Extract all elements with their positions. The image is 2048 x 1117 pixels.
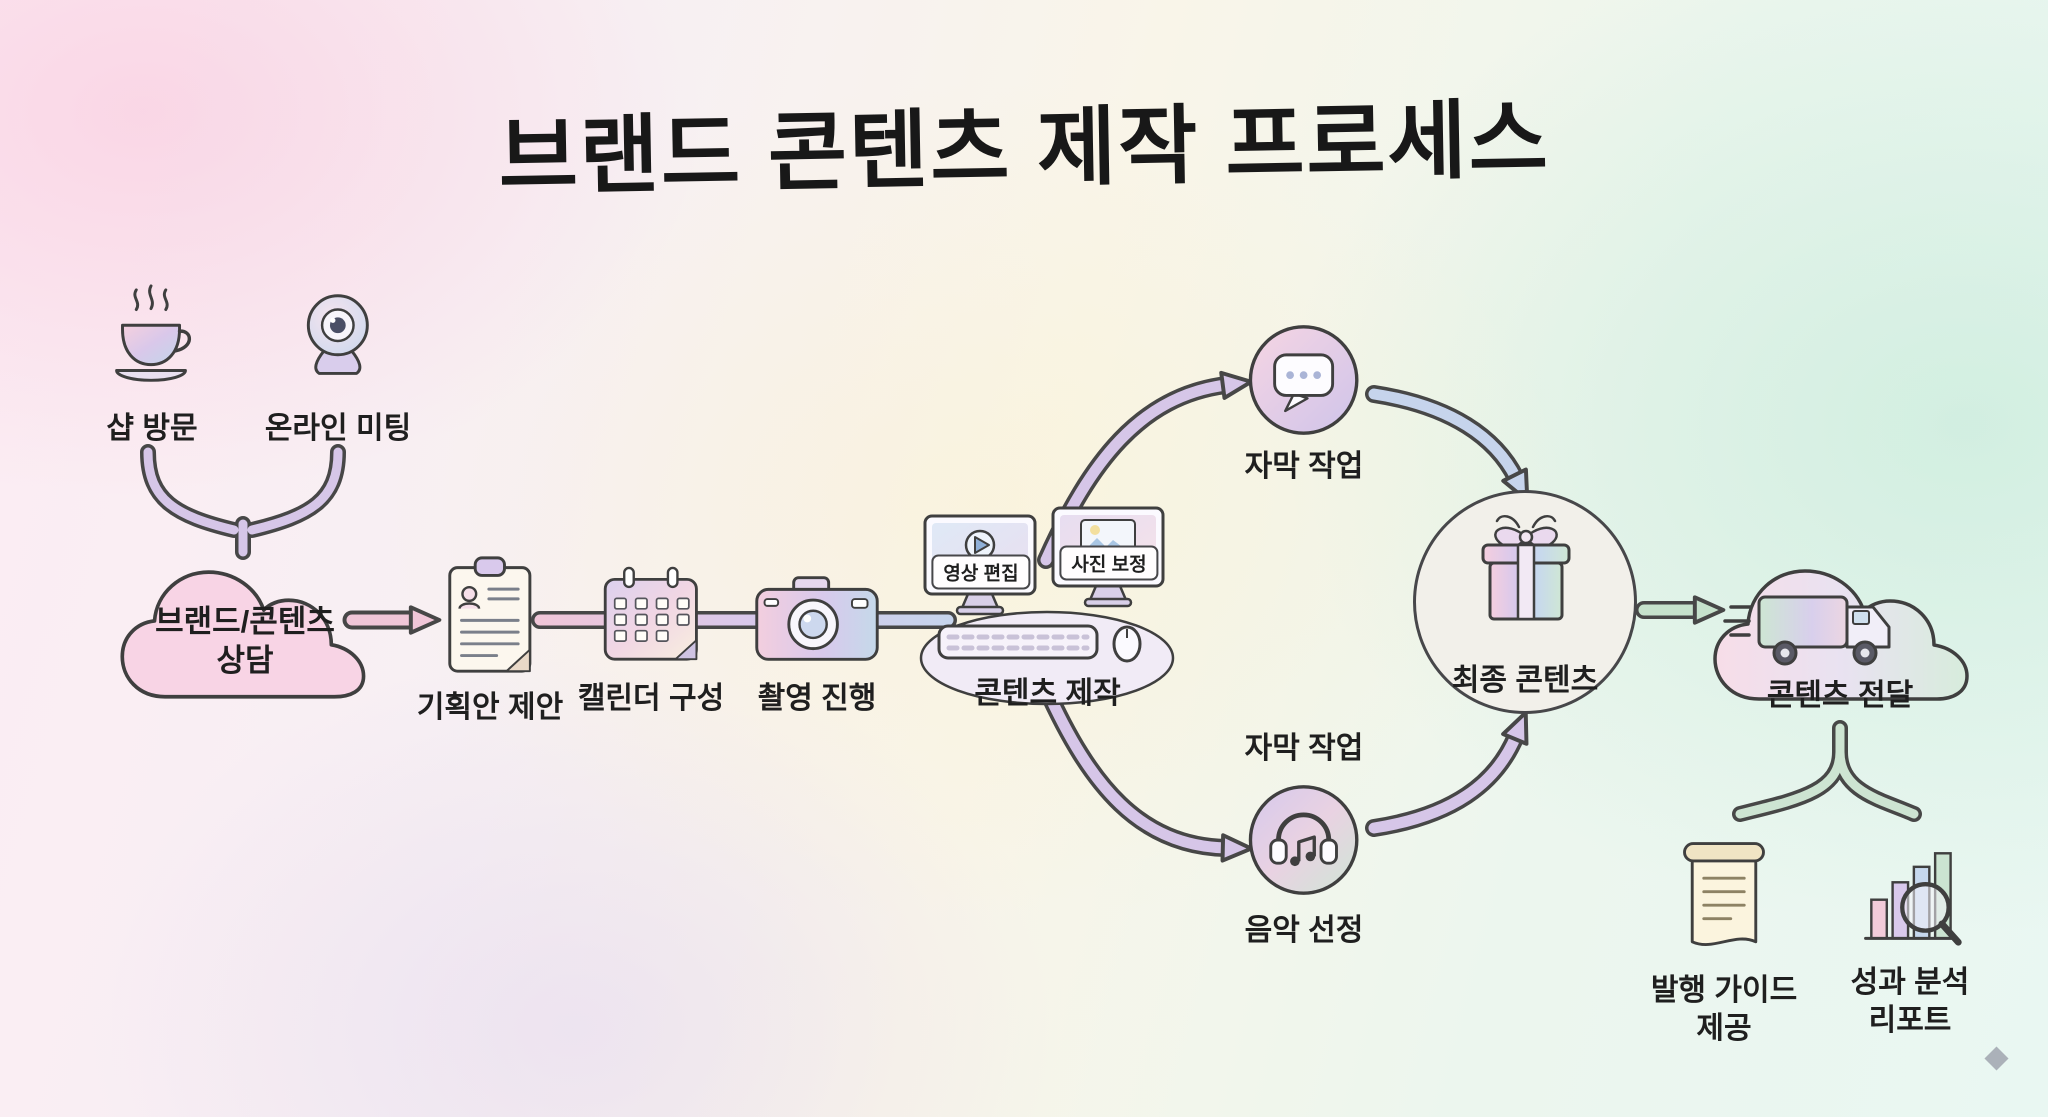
headphones-icon — [1249, 785, 1359, 896]
proposal-label: 기획안 제안 — [416, 691, 564, 724]
proposal-node: 기획안 제안 — [417, 552, 563, 727]
shop-visit-node: 샵 방문 — [93, 282, 211, 448]
speech-bubble-icon — [1249, 325, 1359, 435]
delivery-truck-icon — [1713, 569, 1969, 701]
publish-guide-label: 발행 가이드 제공 — [1614, 972, 1834, 1049]
publish-guide-line2: 제공 — [1696, 1012, 1752, 1046]
connector-music-to-final — [1365, 710, 1529, 837]
calendar-node: 캘린더 구성 — [578, 560, 724, 718]
shooting-label: 촬영 진행 — [757, 682, 877, 715]
final-content-node: 최종 콘텐츠 — [1413, 490, 1637, 714]
online-meeting-label: 온라인 미팅 — [264, 412, 412, 445]
consult-cloud-text: 브랜드/콘텐츠 상담 — [115, 545, 375, 713]
delivery-label: 콘텐츠 전달 — [1766, 679, 1914, 712]
final-content-label: 최종 콘텐츠 — [1451, 664, 1599, 697]
calendar-label: 캘린더 구성 — [577, 682, 725, 715]
webcam-icon — [307, 294, 369, 375]
photo-retouch-chip: 사진 보정 — [1059, 545, 1159, 581]
production-node: 영상 편집 사진 보정 콘텐츠 제작 — [915, 500, 1180, 710]
connector-production-to-music — [1037, 679, 1254, 863]
scroll-document-icon — [1683, 842, 1765, 946]
production-label: 콘텐츠 제작 — [974, 677, 1121, 710]
video-edit-chip: 영상 편집 — [931, 554, 1031, 590]
coffee-cup-icon — [115, 284, 192, 382]
clipboard-icon — [448, 556, 532, 673]
music-label: 음악 선정 — [1244, 914, 1364, 948]
report-line2: 리포트 — [1868, 1004, 1952, 1038]
report-label: 성과 분석 리포트 — [1800, 964, 2020, 1041]
consult-cloud-icon — [120, 570, 366, 699]
gift-box-icon — [1481, 514, 1571, 621]
publish-guide-line1: 발행 가이드 — [1650, 974, 1798, 1007]
online-meeting-node: 온라인 미팅 — [265, 282, 411, 448]
report-line1: 성과 분석 — [1850, 966, 1970, 999]
subtitle-node: 자막 작업 — [1244, 322, 1364, 486]
delivery-node: 콘텐츠 전달 — [1705, 523, 1975, 728]
connector-subtitle-to-final — [1365, 385, 1530, 503]
music-node: 자막 작업 음악 선정 — [1245, 730, 1364, 951]
subtitle-label: 자막 작업 — [1244, 450, 1364, 483]
bar-chart-magnifier-icon — [1864, 852, 1962, 946]
camera-icon — [755, 576, 879, 661]
connector-delivery-split — [1732, 720, 1922, 822]
final-content-circle: 최종 콘텐츠 — [1413, 490, 1637, 714]
consult-line2: 상담 — [216, 643, 274, 678]
connector-visit-merge — [140, 444, 346, 560]
shop-visit-label: 샵 방문 — [106, 412, 198, 445]
report-node: 성과 분석 리포트 — [1800, 828, 2020, 1041]
consult-cloud-node: 브랜드/콘텐츠 상담 — [115, 545, 375, 713]
publish-guide-node: 발행 가이드 제공 — [1614, 832, 1834, 1049]
consult-line1: 브랜드/콘텐츠 — [155, 604, 335, 640]
shooting-node: 촬영 진행 — [749, 568, 885, 718]
calendar-icon — [603, 566, 699, 661]
music-subtitle-label: 자막 작업 — [1244, 732, 1364, 765]
